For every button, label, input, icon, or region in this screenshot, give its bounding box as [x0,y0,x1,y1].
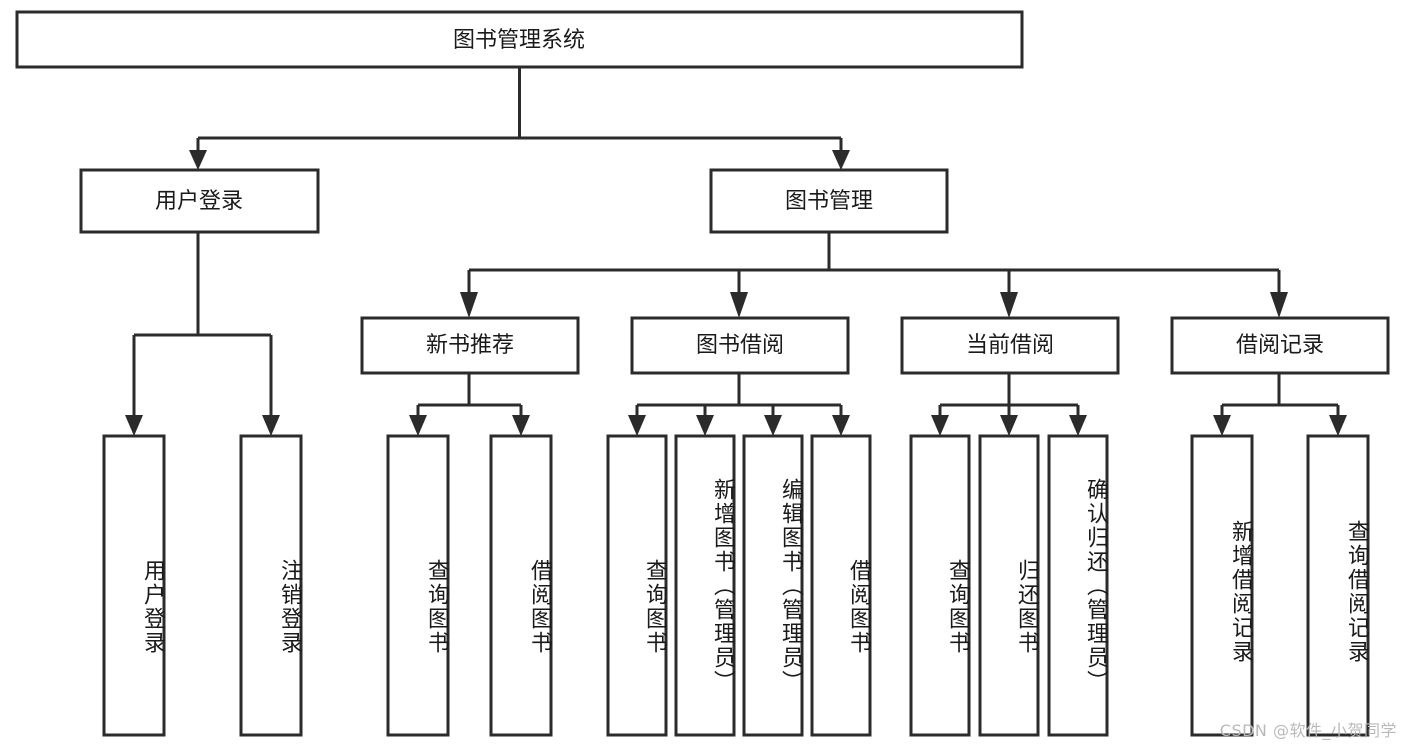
leaf-user-login-box[interactable] [102,434,166,737]
node-root[interactable]: 图书管理系统 [15,10,1024,69]
arrowhead-query-book-3 [931,415,949,436]
node-current-box[interactable] [900,316,1120,375]
arrowhead-confirm-return [1069,415,1087,436]
connectors [125,67,1347,436]
leaf-return-book-box[interactable] [978,434,1040,737]
arrowhead-login [189,150,207,170]
node-newbook[interactable]: 新书推荐 [360,316,580,375]
arrowhead-edit-book [764,415,782,436]
leaf-borrow-book-2-box[interactable] [810,434,872,737]
node-records-box[interactable] [1170,316,1390,375]
arrowhead-current [1000,292,1018,318]
leaf-add-book-box[interactable] [674,434,736,737]
node-newbook-label: 新书推荐 [426,333,514,358]
arrowhead-user-login [125,415,143,436]
leaf-confirm-return-box[interactable] [1047,434,1109,737]
leaf-query-book-1-box[interactable] [386,434,450,737]
csdn-watermark: CSDN @软件_小贺同学 [1219,721,1397,740]
arrowhead-query-record [1329,415,1347,436]
node-current[interactable]: 当前借阅 [900,316,1120,375]
node-current-label: 当前借阅 [966,333,1054,358]
arrowhead-borrow-book-2 [832,415,850,436]
leaf-boxes [102,434,1370,737]
arrowhead-return-book [1000,415,1018,436]
node-login-box[interactable] [79,168,320,234]
leaf-borrow-book-1-box[interactable] [489,434,553,737]
arrowhead-query-book-1 [409,415,427,436]
leaf-query-book-2-box[interactable] [606,434,668,737]
leaf-edit-book-box[interactable] [742,434,804,737]
leaf-query-book-3-box[interactable] [909,434,971,737]
leaf-query-record-box[interactable] [1306,434,1370,737]
node-borrow-box[interactable] [630,316,850,375]
node-records[interactable]: 借阅记录 [1170,316,1390,375]
node-login[interactable]: 用户登录 [79,168,320,234]
node-records-label: 借阅记录 [1236,333,1324,358]
node-root-box[interactable] [15,10,1024,69]
node-bookmgmt-label: 图书管理 [785,189,873,214]
leaf-user-logout-box[interactable] [239,434,303,737]
arrowhead-borrow-book-1 [512,415,530,436]
arrowhead-user-logout [262,415,280,436]
leaf-add-record-box[interactable] [1190,434,1254,737]
node-bookmgmt[interactable]: 图书管理 [709,168,949,234]
node-borrow-label: 图书借阅 [696,333,784,358]
arrowhead-query-book-2 [628,415,646,436]
node-borrow[interactable]: 图书借阅 [630,316,850,375]
node-root-label: 图书管理系统 [453,28,585,53]
node-login-label: 用户登录 [155,189,243,214]
node-newbook-box[interactable] [360,316,580,375]
node-bookmgmt-box[interactable] [709,168,949,234]
arrowhead-add-book [696,415,714,436]
arrowhead-add-record [1213,415,1231,436]
arrowhead-borrow [730,292,748,318]
arrowhead-bookmgmt [832,150,850,170]
arrowhead-records [1270,292,1288,318]
arrowhead-newbook [460,292,478,318]
